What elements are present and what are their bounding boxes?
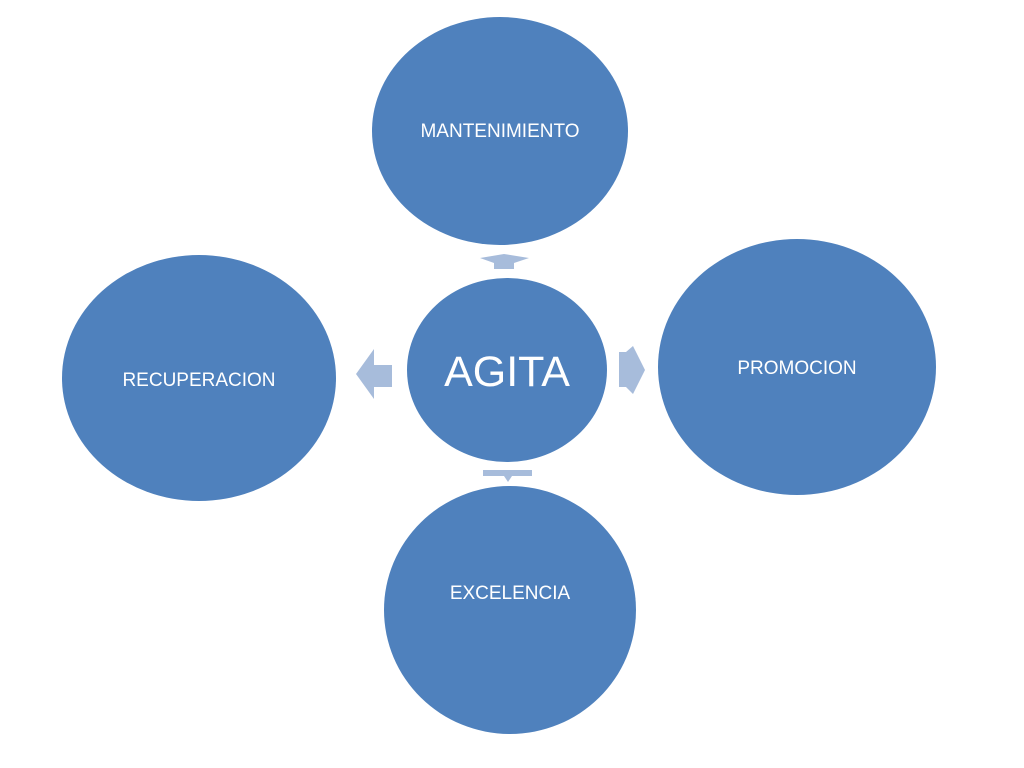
node-agita-center [407, 278, 607, 462]
label-promocion: PROMOCION [737, 358, 856, 379]
label-excelencia: EXCELENCIA [450, 583, 571, 604]
node-mantenimiento [372, 17, 628, 245]
label-mantenimiento: MANTENIMIENTO [420, 121, 579, 142]
node-promocion [658, 239, 936, 495]
label-agita: AGITA [444, 348, 570, 396]
arrow-up-icon [480, 254, 529, 269]
node-recuperacion [62, 255, 336, 501]
arrow-left-icon [356, 349, 392, 399]
arrow-right-icon [619, 346, 645, 394]
label-recuperacion: RECUPERACION [122, 370, 275, 391]
arrow-down-icon [483, 470, 532, 482]
node-excelencia [384, 486, 636, 734]
